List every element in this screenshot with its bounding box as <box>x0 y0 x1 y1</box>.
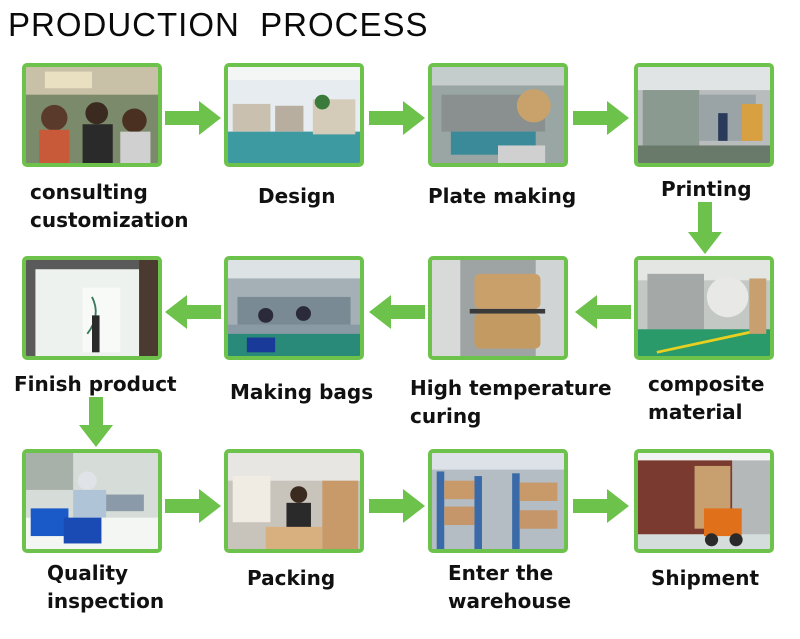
arrow-down-icon <box>688 202 722 254</box>
step-photo-design <box>224 63 364 167</box>
arrow-right-icon <box>165 101 221 135</box>
page-title: PRODUCTION PROCESS <box>8 6 429 43</box>
arrow-left-icon <box>575 295 631 329</box>
step-photo-quality-inspection <box>22 449 162 553</box>
step-label-shipment: Shipment <box>651 566 760 590</box>
step-label-printing: Printing <box>661 177 752 201</box>
step-photo-consulting <box>22 63 162 167</box>
arrow-right-icon <box>369 101 425 135</box>
step-label-finish-product: Finish product <box>14 372 177 396</box>
step-photo-plate-making <box>428 63 568 167</box>
arrow-right-icon <box>573 489 629 523</box>
arrow-right-icon <box>573 101 629 135</box>
step-photo-composite <box>634 256 774 360</box>
step-photo-curing <box>428 256 568 360</box>
step-label-packing: Packing <box>247 566 336 590</box>
arrow-right-icon <box>369 489 425 523</box>
arrow-right-icon <box>165 489 221 523</box>
step-label-making-bags: Making bags <box>230 380 374 404</box>
step-photo-shipment <box>634 449 774 553</box>
step-photo-finish-product <box>22 256 162 360</box>
step-photo-packing <box>224 449 364 553</box>
arrow-down-icon <box>79 397 113 447</box>
step-photo-warehouse <box>428 449 568 553</box>
step-photo-making-bags <box>224 256 364 360</box>
step-photo-printing <box>634 63 774 167</box>
step-label-plate-making: Plate making <box>428 184 577 208</box>
arrow-left-icon <box>369 295 425 329</box>
step-label-design: Design <box>258 184 336 208</box>
arrow-left-icon <box>165 295 221 329</box>
